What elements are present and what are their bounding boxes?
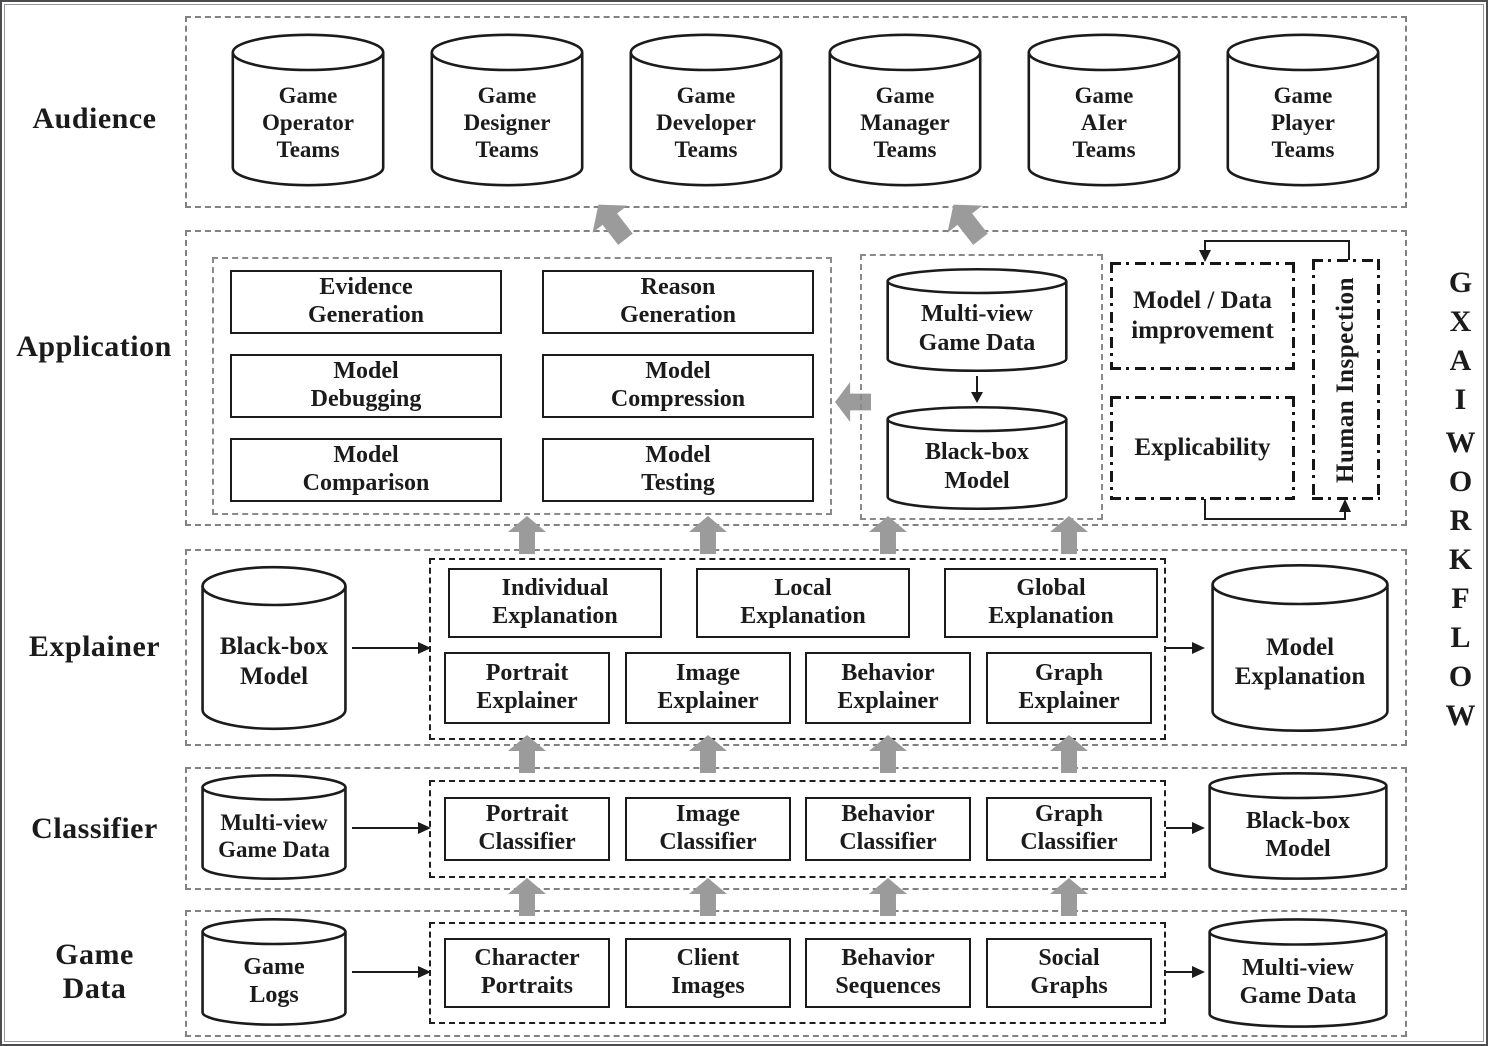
cylinder-shape-icon	[882, 404, 1072, 512]
cylinder-shape-icon	[1223, 30, 1383, 190]
layer-label-audience: Audience	[32, 102, 157, 135]
cylinder-game-manager-teams: Game Manager Teams	[825, 30, 985, 190]
side-title-workflow: WORKFLOW	[1444, 426, 1477, 738]
cylinder-blackbox-model-app: Black-box Model	[882, 404, 1072, 512]
cylinder-model-explanation: Model Explanation	[1207, 560, 1393, 736]
cylinder-game-designer-teams: Game Designer Teams	[427, 30, 587, 190]
cylinder-shape-icon	[1204, 770, 1392, 882]
box-portrait-explainer: Portrait Explainer	[444, 652, 610, 724]
box-model-comparison: Model Comparison	[230, 438, 502, 502]
box-image-classifier: Image Classifier	[625, 797, 791, 861]
box-behavior-sequences: Behavior Sequences	[805, 938, 971, 1008]
cylinder-shape-icon	[825, 30, 985, 190]
cylinder-shape-icon	[1024, 30, 1184, 190]
cylinder-game-player-teams: Game Player Teams	[1223, 30, 1383, 190]
cylinder-multiview-game-data-classifier-input: Multi-view Game Data	[198, 772, 350, 882]
box-behavior-explainer: Behavior Explainer	[805, 652, 971, 724]
human-inspection-label: Human Inspection	[1332, 276, 1359, 483]
layer-label-game-data: Game Data	[55, 938, 134, 1005]
gamedata-layer-box	[185, 910, 1407, 1037]
box-individual-explanation: Individual Explanation	[448, 568, 662, 638]
cylinder-shape-icon	[198, 916, 350, 1028]
box-reason-generation: Reason Generation	[542, 270, 814, 334]
box-character-portraits: Character Portraits	[444, 938, 610, 1008]
cylinder-shape-icon	[228, 30, 388, 190]
box-model-debugging: Model Debugging	[230, 354, 502, 418]
cylinder-shape-icon	[427, 30, 587, 190]
box-social-graphs: Social Graphs	[986, 938, 1152, 1008]
box-model-testing: Model Testing	[542, 438, 814, 502]
box-explicability: Explicability	[1110, 396, 1295, 500]
cylinder-blackbox-model-classifier-output: Black-box Model	[1204, 770, 1392, 882]
box-graph-classifier: Graph Classifier	[986, 797, 1152, 861]
box-graph-explainer: Graph Explainer	[986, 652, 1152, 724]
application-layer-box	[185, 230, 1407, 526]
layer-label-explainer: Explainer	[28, 630, 161, 663]
box-portrait-classifier: Portrait Classifier	[444, 797, 610, 861]
box-image-explainer: Image Explainer	[625, 652, 791, 724]
box-global-explanation: Global Explanation	[944, 568, 1158, 638]
application-functions-box	[212, 257, 832, 515]
audience-layer-box	[185, 16, 1407, 208]
cylinder-game-logs: Game Logs	[198, 916, 350, 1028]
cylinder-shape-icon	[1204, 916, 1392, 1030]
cylinder-game-operator-teams: Game Operator Teams	[228, 30, 388, 190]
cylinder-shape-icon	[626, 30, 786, 190]
layer-label-classifier: Classifier	[31, 812, 158, 845]
cylinder-shape-icon	[882, 266, 1072, 374]
side-title-gxai: GXAI	[1444, 266, 1477, 422]
box-model-data-improvement: Model / Data improvement	[1110, 262, 1295, 370]
box-behavior-classifier: Behavior Classifier	[805, 797, 971, 861]
box-human-inspection: Human Inspection	[1312, 259, 1380, 500]
explainer-layer-box	[185, 549, 1407, 746]
layer-label-application: Application	[16, 330, 172, 363]
cylinder-shape-icon	[198, 562, 350, 734]
box-local-explanation: Local Explanation	[696, 568, 910, 638]
cylinder-shape-icon	[1207, 560, 1393, 736]
box-evidence-generation: Evidence Generation	[230, 270, 502, 334]
application-datastore-box	[860, 254, 1103, 520]
cylinder-multiview-game-data-app: Multi-view Game Data	[882, 266, 1072, 374]
cylinder-game-aier-teams: Game AIer Teams	[1024, 30, 1184, 190]
cylinder-multiview-game-data-output: Multi-view Game Data	[1204, 916, 1392, 1030]
cylinder-blackbox-model-explainer-input: Black-box Model	[198, 562, 350, 734]
box-model-compression: Model Compression	[542, 354, 814, 418]
cylinder-shape-icon	[198, 772, 350, 882]
classifier-layer-box	[185, 767, 1407, 890]
cylinder-game-developer-teams: Game Developer Teams	[626, 30, 786, 190]
box-client-images: Client Images	[625, 938, 791, 1008]
